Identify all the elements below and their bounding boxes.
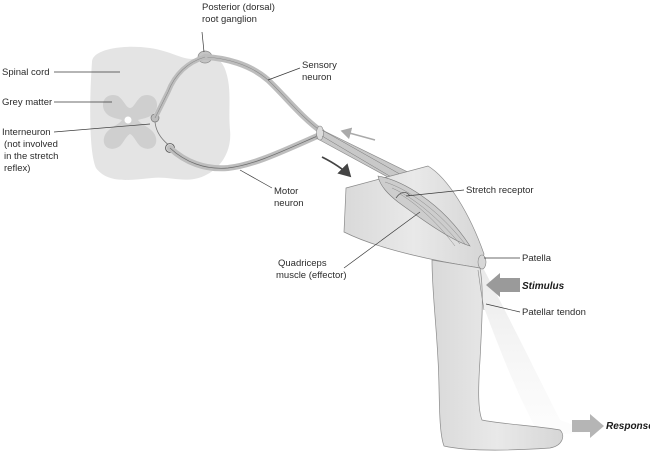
leader-lines (53, 31, 521, 313)
spinal-cord-label: Spinal cord (2, 67, 50, 78)
interneuron-label-line4: reflex) (4, 163, 30, 174)
ganglion-label-line1: Posterior (dorsal) (202, 2, 275, 13)
interneuron-label-line1: Interneuron (2, 127, 51, 138)
patellar-tendon (477, 269, 485, 311)
leg-swing-ghost (474, 262, 592, 436)
quadriceps-label-line2: muscle (effector) (276, 270, 347, 281)
quadriceps-label-line1: Quadriceps (278, 258, 327, 269)
interneuron-label-line3: in the stretch (4, 151, 58, 162)
motor-neuron-label-line1: Motor (274, 186, 298, 197)
motor-direction-arrow (321, 156, 352, 178)
grey-matter-label: Grey matter (2, 97, 52, 108)
stretch-receptor (395, 192, 411, 199)
patella-label: Patella (522, 253, 552, 264)
patellar-tendon-label: Patellar tendon (522, 307, 586, 318)
sensory-neuron-label-line2: neuron (302, 72, 332, 83)
interneuron-label-line2: (not involved (4, 139, 58, 150)
sensory-direction-arrow (340, 127, 376, 141)
motor-neuron (167, 131, 325, 172)
ganglion-label-line2: root ganglion (202, 14, 257, 25)
stimulus-label: Stimulus (522, 281, 565, 292)
sensory-neuron-label-line1: Sensory (302, 60, 337, 71)
response-arrow (572, 414, 604, 438)
leg (343, 165, 592, 451)
stimulus-arrow (486, 273, 520, 297)
central-canal (124, 116, 132, 124)
stretch-receptor-label: Stretch receptor (466, 185, 534, 196)
motor-neuron-label-line2: neuron (274, 198, 304, 209)
response-label: Response (606, 421, 650, 432)
patella (477, 254, 487, 270)
spinal-cord (90, 46, 231, 180)
